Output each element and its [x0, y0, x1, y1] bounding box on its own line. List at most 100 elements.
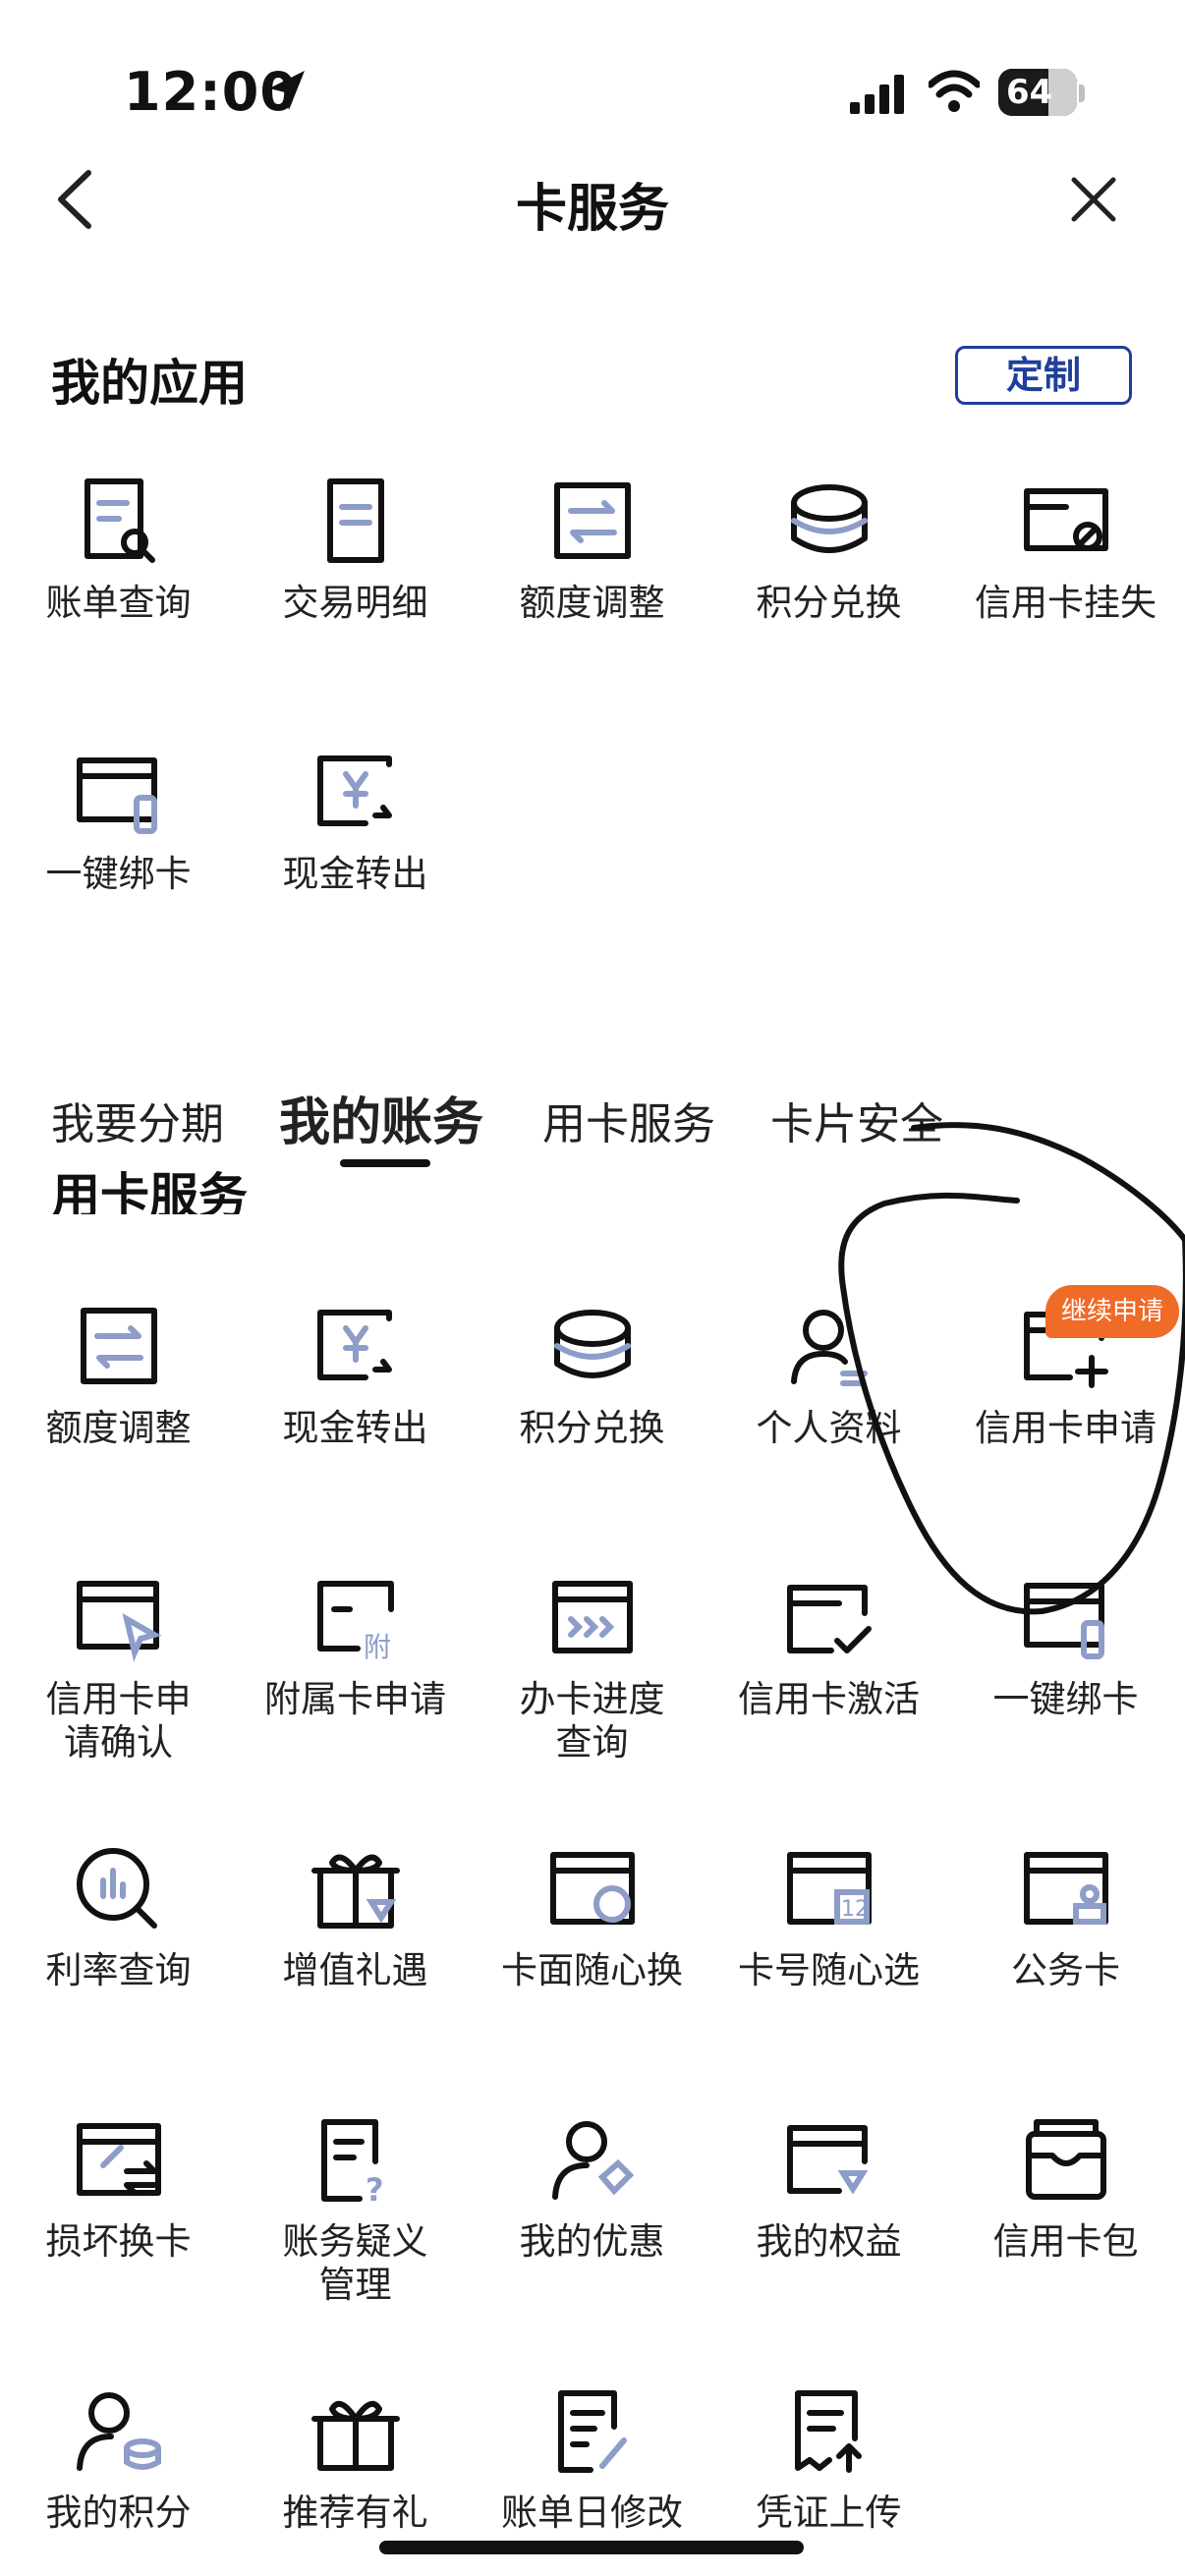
card-service-item-label: 信用卡申请确认 — [45, 1678, 192, 1764]
svg-text:12: 12 — [841, 1897, 869, 1922]
card-service-item[interactable]: 卡面随心换 — [474, 1841, 710, 1992]
active-tab-indicator — [340, 1159, 430, 1167]
page-title: 卡服务 — [515, 180, 669, 239]
tab-card-service[interactable]: 用卡服务 — [542, 1099, 715, 1149]
my-app-item[interactable]: 额度调整 — [474, 474, 710, 625]
referral-gift-icon — [310, 2400, 400, 2471]
card-service-item[interactable]: 利率查询 — [0, 1841, 237, 1992]
card-service-item[interactable]: 一键绑卡 — [947, 1570, 1184, 1721]
my-points-icon — [76, 2392, 161, 2471]
points-redeem-icon — [790, 484, 868, 553]
my-app-item-label: 现金转出 — [282, 853, 428, 895]
card-service-item-label: 利率查询 — [45, 1949, 192, 1991]
card-service-item-label: 额度调整 — [45, 1407, 192, 1449]
tab-my-account[interactable]: 我的账务 — [279, 1093, 484, 1152]
card-service-item[interactable]: 信用卡包 — [947, 2112, 1184, 2264]
category-tabs: 我要分期 我的账务 用卡服务 卡片安全 — [0, 1089, 1185, 1167]
card-service-item-label: 卡面随心换 — [501, 1949, 683, 1991]
location-arrow-icon — [269, 71, 305, 110]
card-service-item-label: 账务疑义管理 — [282, 2220, 428, 2306]
card-wallet-icon — [1025, 2119, 1106, 2200]
card-service-item-label: 凭证上传 — [756, 2492, 902, 2534]
svg-text:?: ? — [366, 2171, 384, 2209]
card-service-item-label: 现金转出 — [282, 1407, 428, 1449]
card-service-item[interactable]: 我的权益 — [710, 2112, 947, 2264]
card-service-heading: 用卡服务 — [51, 1167, 248, 1214]
my-app-item-label: 信用卡挂失 — [975, 582, 1157, 624]
my-app-item[interactable]: 积分兑换 — [710, 474, 947, 625]
card-service-item-label: 积分兑换 — [519, 1407, 665, 1449]
my-apps-title: 我的应用 — [51, 355, 248, 412]
points-redeem-icon — [553, 1310, 631, 1378]
card-service-item-label: 账单日修改 — [501, 2492, 683, 2534]
bill-search-icon — [84, 478, 155, 563]
battery-indicator: 64 — [998, 69, 1077, 116]
battery-level: 64 — [1006, 73, 1053, 112]
card-service-item-label: 信用卡包 — [992, 2220, 1139, 2263]
my-app-item[interactable]: 交易明细 — [237, 474, 474, 625]
limit-adjust-icon — [553, 482, 631, 559]
tab-card-security[interactable]: 卡片安全 — [770, 1099, 943, 1149]
my-app-item-label: 积分兑换 — [756, 582, 902, 624]
my-rights-icon — [786, 2125, 868, 2195]
card-service-item[interactable]: 积分兑换 — [474, 1299, 710, 1450]
card-service-item[interactable]: 现金转出 — [237, 1299, 474, 1450]
card-service-item-label: 公务卡 — [1011, 1949, 1120, 1991]
card-service-item[interactable]: 损坏换卡 — [0, 2112, 237, 2264]
card-service-item[interactable]: 增值礼遇 — [237, 1841, 474, 1992]
my-app-item-label: 额度调整 — [519, 582, 665, 624]
card-number-icon: 12 — [786, 1852, 872, 1925]
card-service-item[interactable]: 账单日修改 — [474, 2383, 710, 2535]
card-service-item-label: 信用卡申请 — [975, 1407, 1157, 1449]
bind-card-icon — [76, 757, 157, 834]
my-app-item-label: 交易明细 — [282, 582, 428, 624]
voucher-upload-icon — [794, 2390, 862, 2473]
limit-adjust-icon — [80, 1308, 157, 1384]
bind-card-icon — [1023, 1583, 1104, 1659]
bill-date-icon — [557, 2390, 627, 2473]
card-service-item-label: 个人资料 — [756, 1407, 902, 1449]
close-icon[interactable] — [1069, 175, 1118, 224]
home-indicator — [379, 2541, 804, 2554]
my-app-item[interactable]: 现金转出 — [237, 745, 474, 896]
card-service-item[interactable]: 推荐有礼 — [237, 2383, 474, 2535]
my-offers-icon — [551, 2121, 634, 2200]
card-service-item-label: 增值礼遇 — [282, 1949, 428, 1991]
card-service-item[interactable]: 个人资料 — [710, 1299, 947, 1450]
my-app-item[interactable]: 信用卡挂失 — [947, 474, 1184, 625]
cellular-signal-icon — [850, 75, 904, 114]
my-app-item[interactable]: 账单查询 — [0, 474, 237, 625]
card-service-item-label: 我的权益 — [756, 2220, 902, 2263]
card-service-item[interactable]: 信用卡激活 — [710, 1570, 947, 1721]
card-service-item[interactable]: 公务卡 — [947, 1841, 1184, 1992]
card-service-item-label: 推荐有礼 — [282, 2492, 428, 2534]
back-arrow-icon[interactable] — [51, 169, 100, 230]
status-time: 12:00 — [124, 61, 298, 123]
dispute-icon: ? — [320, 2119, 384, 2209]
my-app-item[interactable]: 一键绑卡 — [0, 745, 237, 896]
card-service-item[interactable]: 我的积分 — [0, 2383, 237, 2535]
card-replace-icon — [76, 2123, 161, 2196]
card-service-item[interactable]: 信用卡申请确认 — [0, 1570, 237, 1764]
my-app-item-label: 账单查询 — [45, 582, 192, 624]
continue-apply-badge[interactable]: 继续申请 — [1045, 1285, 1179, 1338]
card-service-item-label: 附属卡申请 — [264, 1678, 446, 1720]
card-service-item[interactable]: ? 账务疑义管理 — [237, 2112, 474, 2307]
transaction-detail-icon — [326, 478, 384, 563]
card-service-item[interactable]: 额度调整 — [0, 1299, 237, 1450]
apply-confirm-icon — [76, 1581, 162, 1662]
card-service-item[interactable]: 凭证上传 — [710, 2383, 947, 2535]
profile-icon — [790, 1310, 868, 1386]
card-service-heading-text: 用卡服务 — [51, 1168, 248, 1214]
battery-cap — [1079, 84, 1085, 102]
card-service-item-label: 一键绑卡 — [992, 1678, 1139, 1720]
card-face-icon — [549, 1852, 635, 1925]
customize-button[interactable]: 定制 — [955, 346, 1132, 405]
card-service-item[interactable]: 我的优惠 — [474, 2112, 710, 2264]
card-service-item[interactable]: 办卡进度查询 — [474, 1570, 710, 1764]
card-loss-icon — [1023, 488, 1108, 551]
cash-transfer-icon — [316, 756, 392, 826]
card-service-item[interactable]: 附附属卡申请 — [237, 1570, 474, 1721]
tab-installment[interactable]: 我要分期 — [51, 1099, 224, 1149]
